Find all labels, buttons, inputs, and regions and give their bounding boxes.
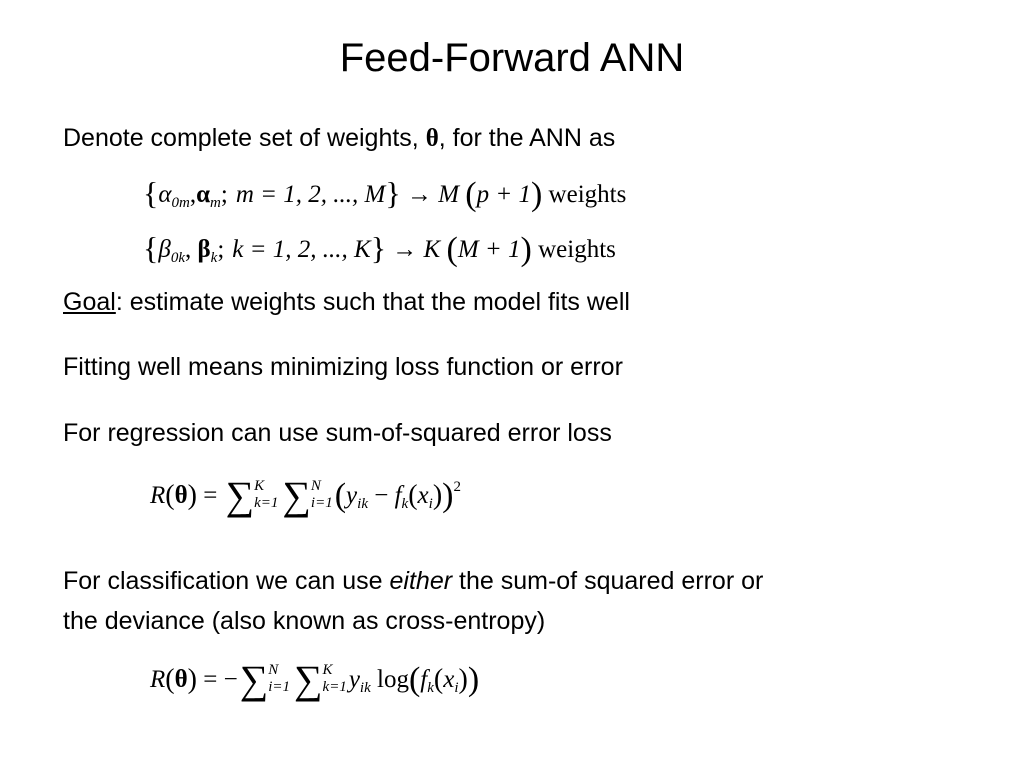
beta-subscript: 0k bbox=[170, 250, 185, 266]
classification-line-1: For classification we can use either the… bbox=[63, 565, 763, 597]
alpha-range: m = 1, 2, ..., M bbox=[235, 181, 386, 208]
alpha-weights-equation: {α0m,αm;m = 1, 2, ..., M} → M (p + 1) we… bbox=[143, 175, 627, 213]
slide-title: Feed-Forward ANN bbox=[339, 36, 685, 80]
dev-lhs: R bbox=[150, 666, 166, 693]
dev-f-sub: k bbox=[427, 680, 434, 696]
beta-symbol: β bbox=[158, 236, 171, 263]
reg-sum1-top: K bbox=[254, 478, 265, 495]
dev-sum1-bottom: i=1 bbox=[268, 679, 291, 696]
reg-y-sub: ik bbox=[357, 496, 368, 512]
weights-intro-rest: , for the ANN as bbox=[438, 124, 616, 152]
alpha-bold-subscript: m bbox=[210, 195, 221, 211]
weights-intro: Denote complete set of weights, θ, for t… bbox=[63, 122, 615, 155]
beta-suffix: weights bbox=[538, 236, 616, 263]
alpha-bold-symbol: α bbox=[196, 181, 211, 208]
dev-sum1-top: N bbox=[268, 662, 279, 679]
beta-arrow: → K bbox=[392, 236, 441, 263]
weights-intro-text: Denote complete set of weights, bbox=[63, 124, 426, 152]
beta-bold-subscript: k bbox=[210, 250, 218, 266]
goal-label: Goal bbox=[63, 288, 116, 316]
alpha-subscript: 0m bbox=[171, 195, 190, 211]
reg-sum2-bottom: i=1 bbox=[310, 495, 333, 512]
dev-f: f bbox=[420, 666, 428, 693]
reg-x: x bbox=[417, 482, 429, 509]
alpha-symbol: α bbox=[158, 181, 172, 208]
fitting-line: Fitting well means minimizing loss funct… bbox=[63, 353, 623, 381]
dev-log: log bbox=[377, 666, 409, 693]
reg-minus: − bbox=[374, 482, 389, 509]
beta-paren-content: M + 1 bbox=[457, 236, 521, 263]
reg-f: f bbox=[394, 482, 402, 509]
alpha-paren-content: p + 1 bbox=[476, 181, 531, 208]
dev-theta: θ bbox=[174, 666, 188, 693]
alpha-suffix: weights bbox=[548, 181, 627, 208]
reg-sum1-bottom: k=1 bbox=[254, 495, 279, 512]
beta-weights-equation: {β0k, βk;k = 1, 2, ..., K} → K (M + 1) w… bbox=[143, 230, 616, 268]
dev-x: x bbox=[443, 666, 455, 693]
beta-range: k = 1, 2, ..., K bbox=[232, 236, 371, 263]
reg-f-sub: k bbox=[401, 496, 409, 512]
reg-y: y bbox=[346, 482, 358, 509]
alpha-arrow: → M bbox=[406, 181, 460, 208]
classification-emphasis: either bbox=[389, 567, 453, 595]
reg-sum2-top: N bbox=[310, 478, 321, 495]
classification-line-2: the deviance (also known as cross-entrop… bbox=[63, 607, 546, 635]
reg-lhs: R bbox=[150, 482, 166, 509]
dev-y-sub: ik bbox=[359, 680, 371, 696]
dev-sum2-bottom: k=1 bbox=[322, 679, 347, 696]
classification-text-a: For classification we can use bbox=[63, 567, 390, 595]
reg-x-sub: i bbox=[428, 496, 433, 512]
reg-theta: θ bbox=[174, 482, 188, 509]
reg-equals: = bbox=[203, 482, 218, 509]
dev-x-sub: i bbox=[454, 680, 459, 696]
theta-symbol: θ bbox=[425, 125, 439, 152]
goal-text: : estimate weights such that the model f… bbox=[115, 288, 630, 316]
reg-power: 2 bbox=[453, 479, 461, 495]
goal-line: Goal: estimate weights such that the mod… bbox=[63, 286, 630, 318]
dev-sum2-top: K bbox=[322, 662, 333, 679]
beta-bold-symbol: β bbox=[197, 236, 211, 263]
classification-text-b: the sum-of squared error or bbox=[452, 567, 764, 595]
dev-equals-minus: = − bbox=[203, 666, 238, 693]
dev-y: y bbox=[348, 666, 360, 693]
regression-line: For regression can use sum-of-squared er… bbox=[63, 419, 612, 447]
